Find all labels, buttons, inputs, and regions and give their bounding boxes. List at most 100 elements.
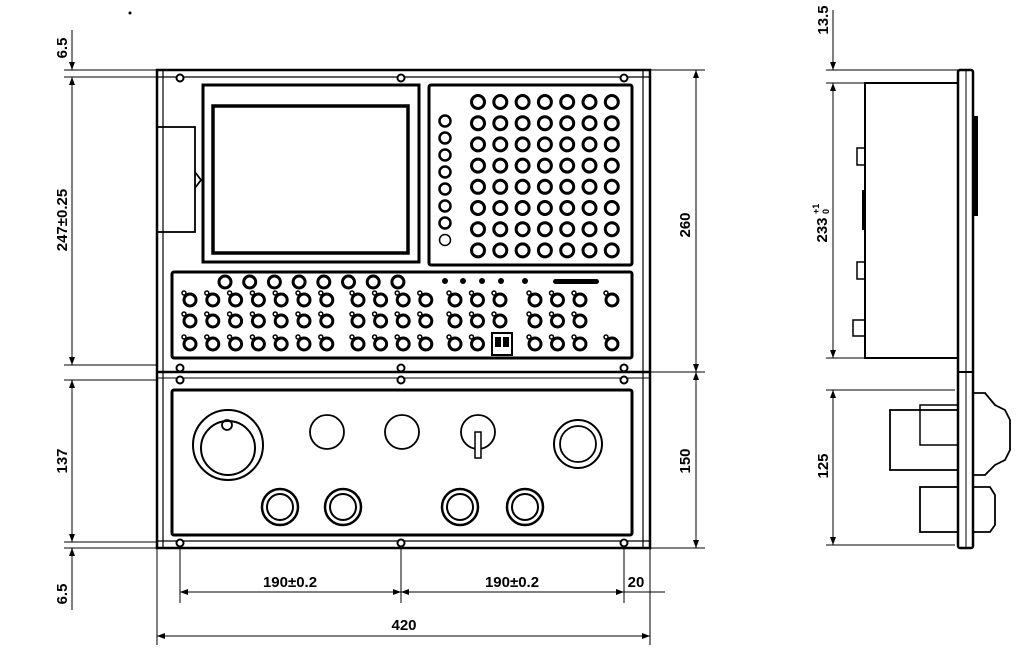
key-led-icon bbox=[349, 311, 355, 317]
mounting-hole-icon bbox=[175, 363, 185, 373]
key-led-icon bbox=[603, 334, 609, 340]
lcd-screen bbox=[211, 104, 410, 255]
dim-side-box-depth: 233 +1 0 bbox=[811, 204, 831, 243]
keypad-key bbox=[470, 178, 486, 195]
machine-key bbox=[604, 292, 620, 308]
indicator-led bbox=[442, 278, 448, 284]
top-row-key bbox=[266, 274, 282, 290]
machine-key bbox=[572, 292, 588, 308]
machine-key bbox=[273, 292, 289, 308]
key-led-icon bbox=[394, 290, 400, 296]
key-led-icon bbox=[272, 290, 278, 296]
machine-key bbox=[418, 313, 434, 329]
keypad-key bbox=[492, 136, 509, 153]
side-view bbox=[852, 68, 1011, 550]
dim-box-depth-tol-upper: +1 bbox=[811, 204, 821, 214]
machine-key bbox=[395, 292, 411, 308]
keypad-key bbox=[559, 200, 576, 216]
key-switch bbox=[460, 414, 496, 459]
push-button bbox=[309, 414, 345, 450]
soft-key bbox=[438, 114, 452, 128]
machine-key bbox=[395, 336, 411, 352]
key-led-icon bbox=[417, 311, 423, 317]
led-bar bbox=[553, 279, 599, 284]
keypad-key bbox=[559, 136, 576, 153]
indicator-led bbox=[522, 278, 528, 284]
mounting-hole-icon bbox=[396, 538, 406, 548]
machine-key bbox=[470, 336, 485, 352]
key-led-icon bbox=[491, 290, 497, 296]
key-led-icon bbox=[349, 334, 355, 340]
dim-lower-total: 150 bbox=[677, 448, 694, 473]
machine-key bbox=[205, 336, 221, 352]
key-led-icon bbox=[571, 334, 577, 340]
front-view bbox=[155, 68, 652, 550]
key-led-icon bbox=[181, 334, 187, 340]
machine-key bbox=[492, 313, 508, 329]
cycle-button-inner bbox=[511, 493, 539, 521]
machine-key bbox=[296, 292, 312, 308]
key-led-icon bbox=[295, 290, 301, 296]
top-row-key bbox=[316, 274, 332, 290]
machine-key bbox=[527, 292, 543, 308]
machine-key bbox=[350, 313, 366, 329]
machine-key bbox=[182, 292, 198, 308]
keypad-key bbox=[603, 94, 620, 110]
keypad-key bbox=[559, 221, 576, 238]
dim-hole-pitch-left: 190±0.2 bbox=[263, 574, 317, 591]
mounting-hole-icon bbox=[175, 375, 185, 385]
top-row-key bbox=[341, 274, 356, 290]
machine-key bbox=[470, 292, 485, 308]
keypad-key bbox=[470, 221, 486, 238]
key-led-icon bbox=[371, 334, 378, 340]
key-led-icon bbox=[548, 290, 555, 296]
keypad-panel bbox=[427, 83, 634, 267]
machine-key bbox=[527, 336, 543, 352]
machine-key bbox=[350, 292, 366, 308]
keypad-key bbox=[581, 200, 598, 216]
side-dimensions bbox=[826, 10, 958, 546]
machine-key bbox=[250, 313, 266, 329]
keypad-key bbox=[514, 200, 531, 216]
machine-key bbox=[550, 313, 565, 329]
operator-panel bbox=[170, 388, 634, 537]
keypad-key bbox=[559, 115, 576, 132]
keypad-key bbox=[536, 221, 553, 238]
key-led-icon bbox=[417, 290, 423, 296]
machine-key bbox=[205, 313, 221, 329]
machine-key bbox=[373, 292, 389, 308]
keypad-key bbox=[536, 200, 553, 216]
key-led-icon bbox=[226, 311, 233, 317]
key-led-icon bbox=[468, 290, 475, 296]
machine-key bbox=[550, 292, 565, 308]
machine-key bbox=[447, 336, 463, 352]
machine-key-panel bbox=[170, 270, 634, 360]
dim-upper-total: 260 bbox=[677, 212, 694, 237]
keypad-key bbox=[603, 136, 620, 153]
handwheel bbox=[192, 409, 264, 481]
keypad-key bbox=[514, 221, 531, 238]
keypad-key bbox=[492, 221, 509, 238]
keypad-key bbox=[581, 94, 598, 110]
machine-key bbox=[296, 313, 312, 329]
mounting-hole-icon bbox=[396, 375, 406, 385]
dim-hole-pitch-right: 190±0.2 bbox=[485, 574, 539, 591]
key-led-icon bbox=[204, 334, 210, 340]
key-led-icon bbox=[468, 334, 475, 340]
keypad-key bbox=[536, 94, 553, 110]
soft-key bbox=[438, 165, 452, 179]
keypad-key bbox=[492, 178, 509, 195]
machine-key bbox=[527, 313, 543, 329]
key-led-icon bbox=[548, 334, 555, 340]
mounting-hole-icon bbox=[619, 375, 629, 385]
keypad-key bbox=[581, 221, 598, 238]
key-led-icon bbox=[526, 311, 532, 317]
machine-keys bbox=[181, 290, 620, 352]
machine-key bbox=[395, 313, 411, 329]
machine-key bbox=[350, 336, 366, 352]
key-led-icon bbox=[603, 290, 609, 296]
keypad-key bbox=[514, 242, 531, 259]
key-led-icon bbox=[295, 311, 301, 317]
indicator-leds bbox=[442, 278, 528, 284]
key-led-icon bbox=[249, 290, 256, 296]
